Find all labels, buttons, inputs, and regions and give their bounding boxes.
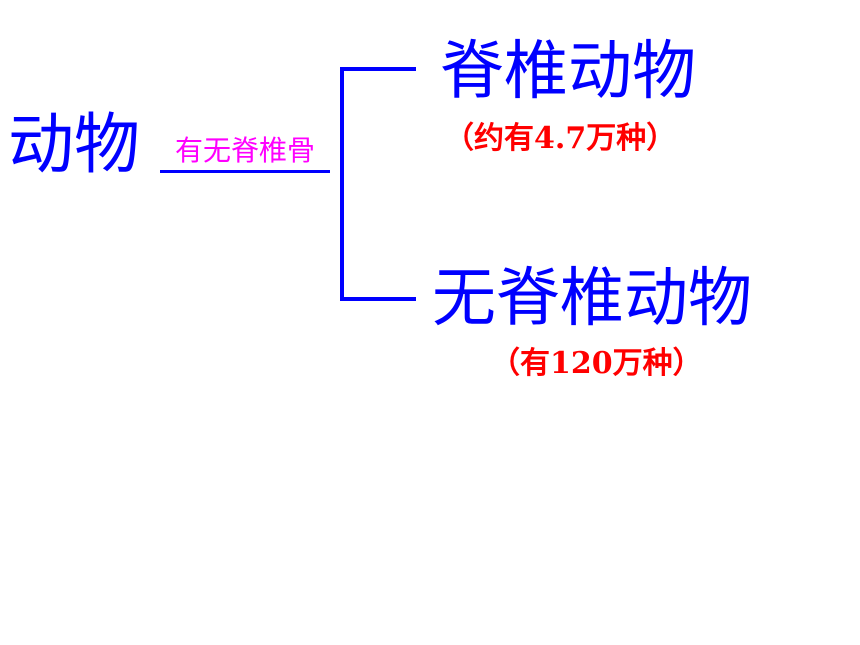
bracket-bottom-arm: [340, 297, 416, 301]
root-label: 动物: [8, 106, 140, 183]
branch-note-vertebrates: （约有4.7万种）: [444, 121, 677, 156]
branch-note-invertebrates: （有120万种）: [490, 346, 703, 381]
criterion-underline: [160, 170, 330, 173]
branch-title-invertebrates: 无脊椎动物: [432, 262, 752, 336]
branch-title-vertebrates: 脊椎动物: [440, 35, 696, 109]
classification-criterion-label: 有无脊椎骨: [174, 134, 315, 167]
bracket-top-arm: [340, 67, 416, 71]
bracket-vertical-line: [340, 67, 344, 301]
